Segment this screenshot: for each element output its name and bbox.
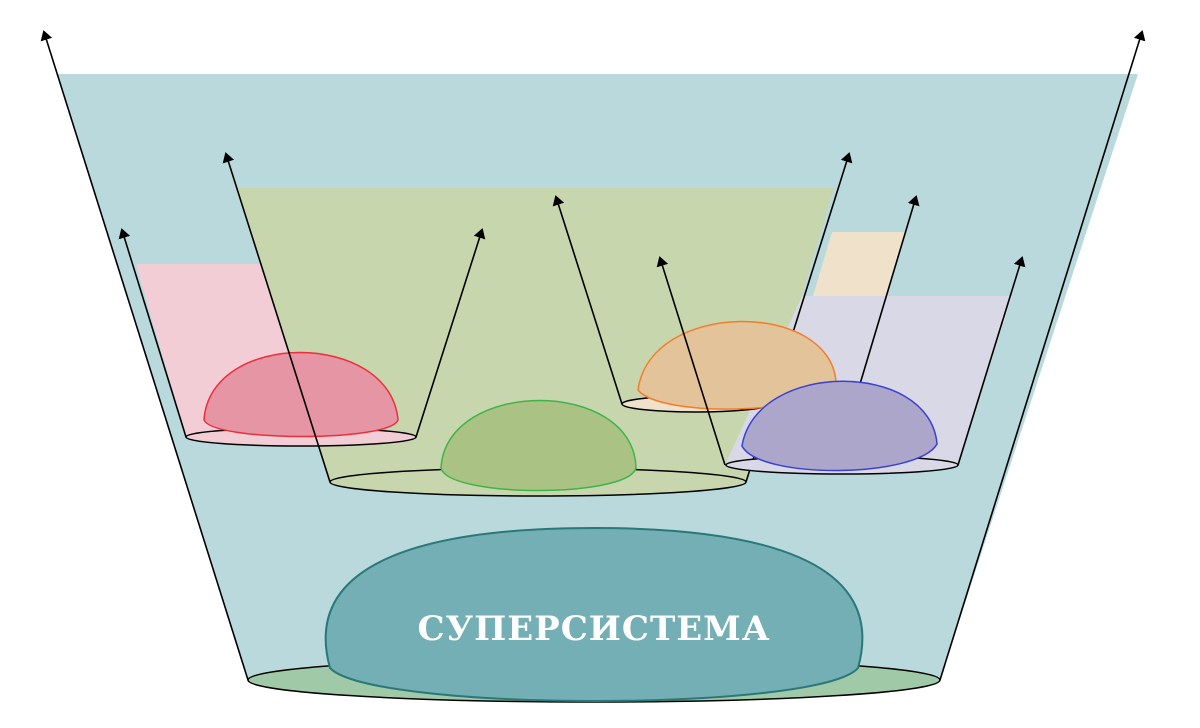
blue-subsystem-body [656, 256, 1026, 475]
supersystem-core: СУПЕРСИСТЕМА [324, 526, 864, 702]
red-dome [203, 351, 399, 438]
orange-arrow-right [859, 195, 920, 385]
green-arrow-left [222, 152, 331, 483]
blue-arrow-right [957, 256, 1026, 466]
orange-cone [813, 232, 906, 296]
supersystem-label: СУПЕРСИСТЕМА [417, 609, 770, 649]
red-subsystem-body [118, 228, 486, 447]
blue-arrow-left [656, 256, 726, 466]
green-subsystem-body [222, 152, 853, 497]
red-arrow-left [118, 228, 187, 438]
supersystem-arrow-right [939, 30, 1146, 681]
orange-subsystem-cone-group [813, 232, 906, 296]
red-arrow-right [415, 228, 486, 438]
green-dome [440, 399, 637, 492]
blue-dome [741, 380, 938, 472]
supersystem-dome [324, 526, 864, 702]
orange-arrow-left [552, 195, 623, 405]
supersystem-arrow-left [40, 30, 249, 681]
